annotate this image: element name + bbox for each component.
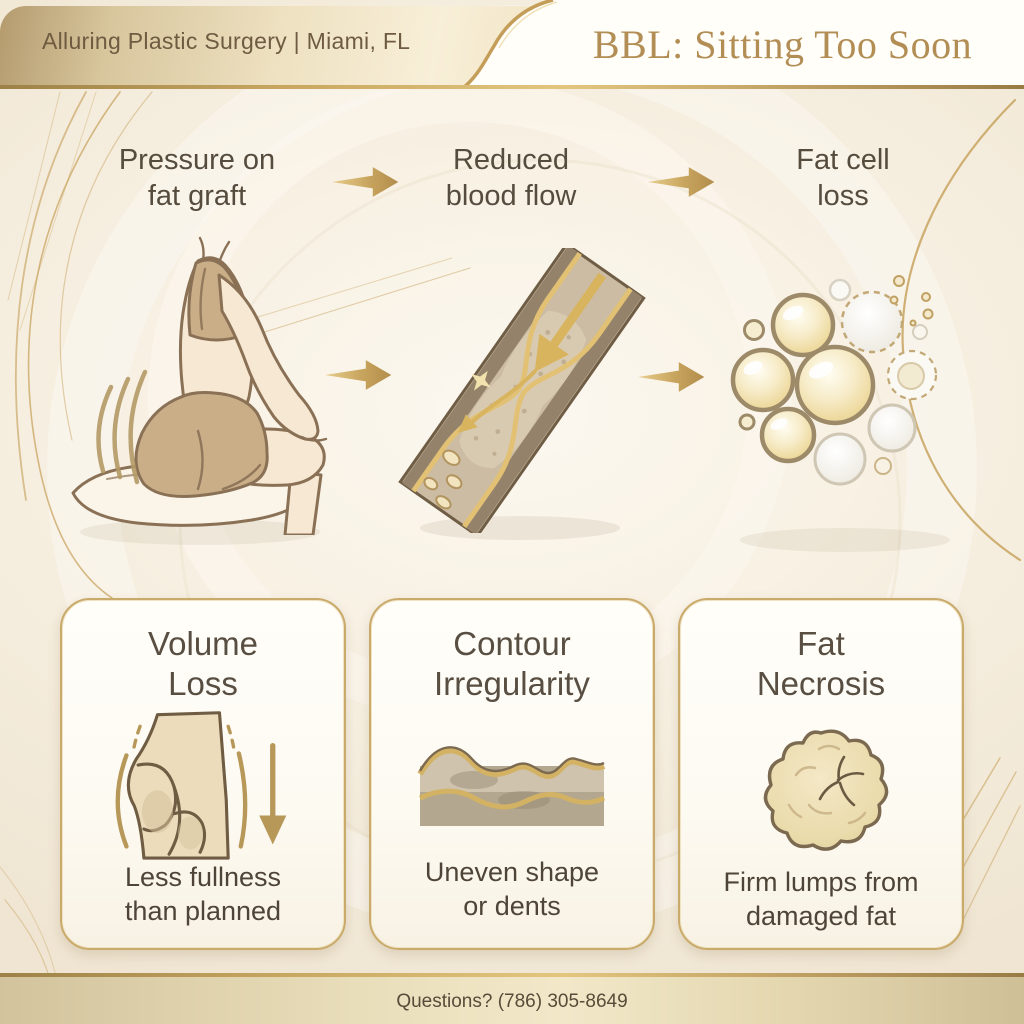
- fat-cells-illustration: [730, 275, 938, 486]
- pressure-motion-lines: [96, 369, 148, 485]
- card-title-line: Contour: [453, 625, 571, 662]
- flow-step-label-pressure: Pressure on fat graft: [67, 143, 327, 215]
- card-caption: Uneven shape or dents: [425, 855, 599, 924]
- card-caption: Less fullness than planned: [125, 860, 281, 929]
- card-fat-necrosis: Fat Necrosis: [678, 598, 964, 950]
- card-title-line: Irregularity: [434, 665, 590, 703]
- flow-step-line: blood flow: [445, 179, 577, 212]
- uneven-skin-layers-icon: [412, 705, 612, 855]
- card-volume-loss: Volume Loss: [60, 598, 346, 950]
- card-caption-line: than planned: [124, 896, 282, 927]
- card-caption-line: Less fullness: [124, 861, 282, 892]
- card-title-line: Volume: [147, 625, 259, 662]
- practice-name: Alluring Plastic Surgery | Miami, FL: [42, 28, 411, 54]
- card-caption: Firm lumps from damaged fat: [724, 865, 919, 934]
- card-title: Fat Necrosis: [757, 624, 885, 705]
- footer-phone-text: Questions? (786) 305-8649: [396, 991, 628, 1012]
- header-title-panel: [460, 0, 1024, 89]
- card-title-line: Loss: [168, 665, 238, 703]
- card-caption-line: or dents: [463, 891, 561, 922]
- flow-step-label-fat-loss: Fat cell loss: [733, 143, 953, 215]
- flow-step-line: Fat cell: [796, 144, 890, 176]
- card-title-line: Fat: [797, 625, 845, 662]
- compressed-blood-vessel-illustration: [398, 248, 646, 533]
- deflated-buttocks-icon: [98, 705, 308, 860]
- page-title: BBL: Sitting Too Soon: [592, 22, 973, 67]
- flow-step-line: loss: [817, 179, 869, 212]
- card-contour-irregularity: Contour Irregularity Uneven shape or den…: [369, 598, 655, 950]
- card-title: Volume Loss: [148, 624, 258, 705]
- gold-right-arrow-icon: [638, 356, 706, 398]
- gold-right-arrow-icon: [325, 354, 393, 396]
- card-caption-line: Firm lumps from: [723, 866, 919, 897]
- fat-lump-icon: [741, 705, 901, 865]
- header-gold-rule: [0, 85, 1024, 89]
- flow-step-line: Pressure on: [118, 144, 276, 176]
- footer-gold-rule: [0, 973, 1024, 977]
- header: Alluring Plastic Surgery | Miami, FL BBL…: [0, 0, 1024, 89]
- card-caption-line: Uneven shape: [424, 856, 600, 887]
- sparkle-icon: [471, 370, 491, 391]
- card-title: Contour Irregularity: [434, 624, 590, 705]
- flow-step-line: fat graft: [147, 179, 247, 212]
- flow-step-line: Reduced: [452, 144, 570, 176]
- sitting-on-pillow-illustration: [71, 236, 328, 535]
- flow-step-label-blood-flow: Reduced blood flow: [391, 143, 631, 215]
- card-title-line: Necrosis: [756, 665, 886, 703]
- gold-right-arrow-icon: [332, 161, 400, 203]
- footer-band: Questions? (786) 305-8649: [0, 973, 1024, 1024]
- gold-right-arrow-icon: [648, 161, 716, 203]
- card-caption-line: damaged fat: [745, 901, 897, 932]
